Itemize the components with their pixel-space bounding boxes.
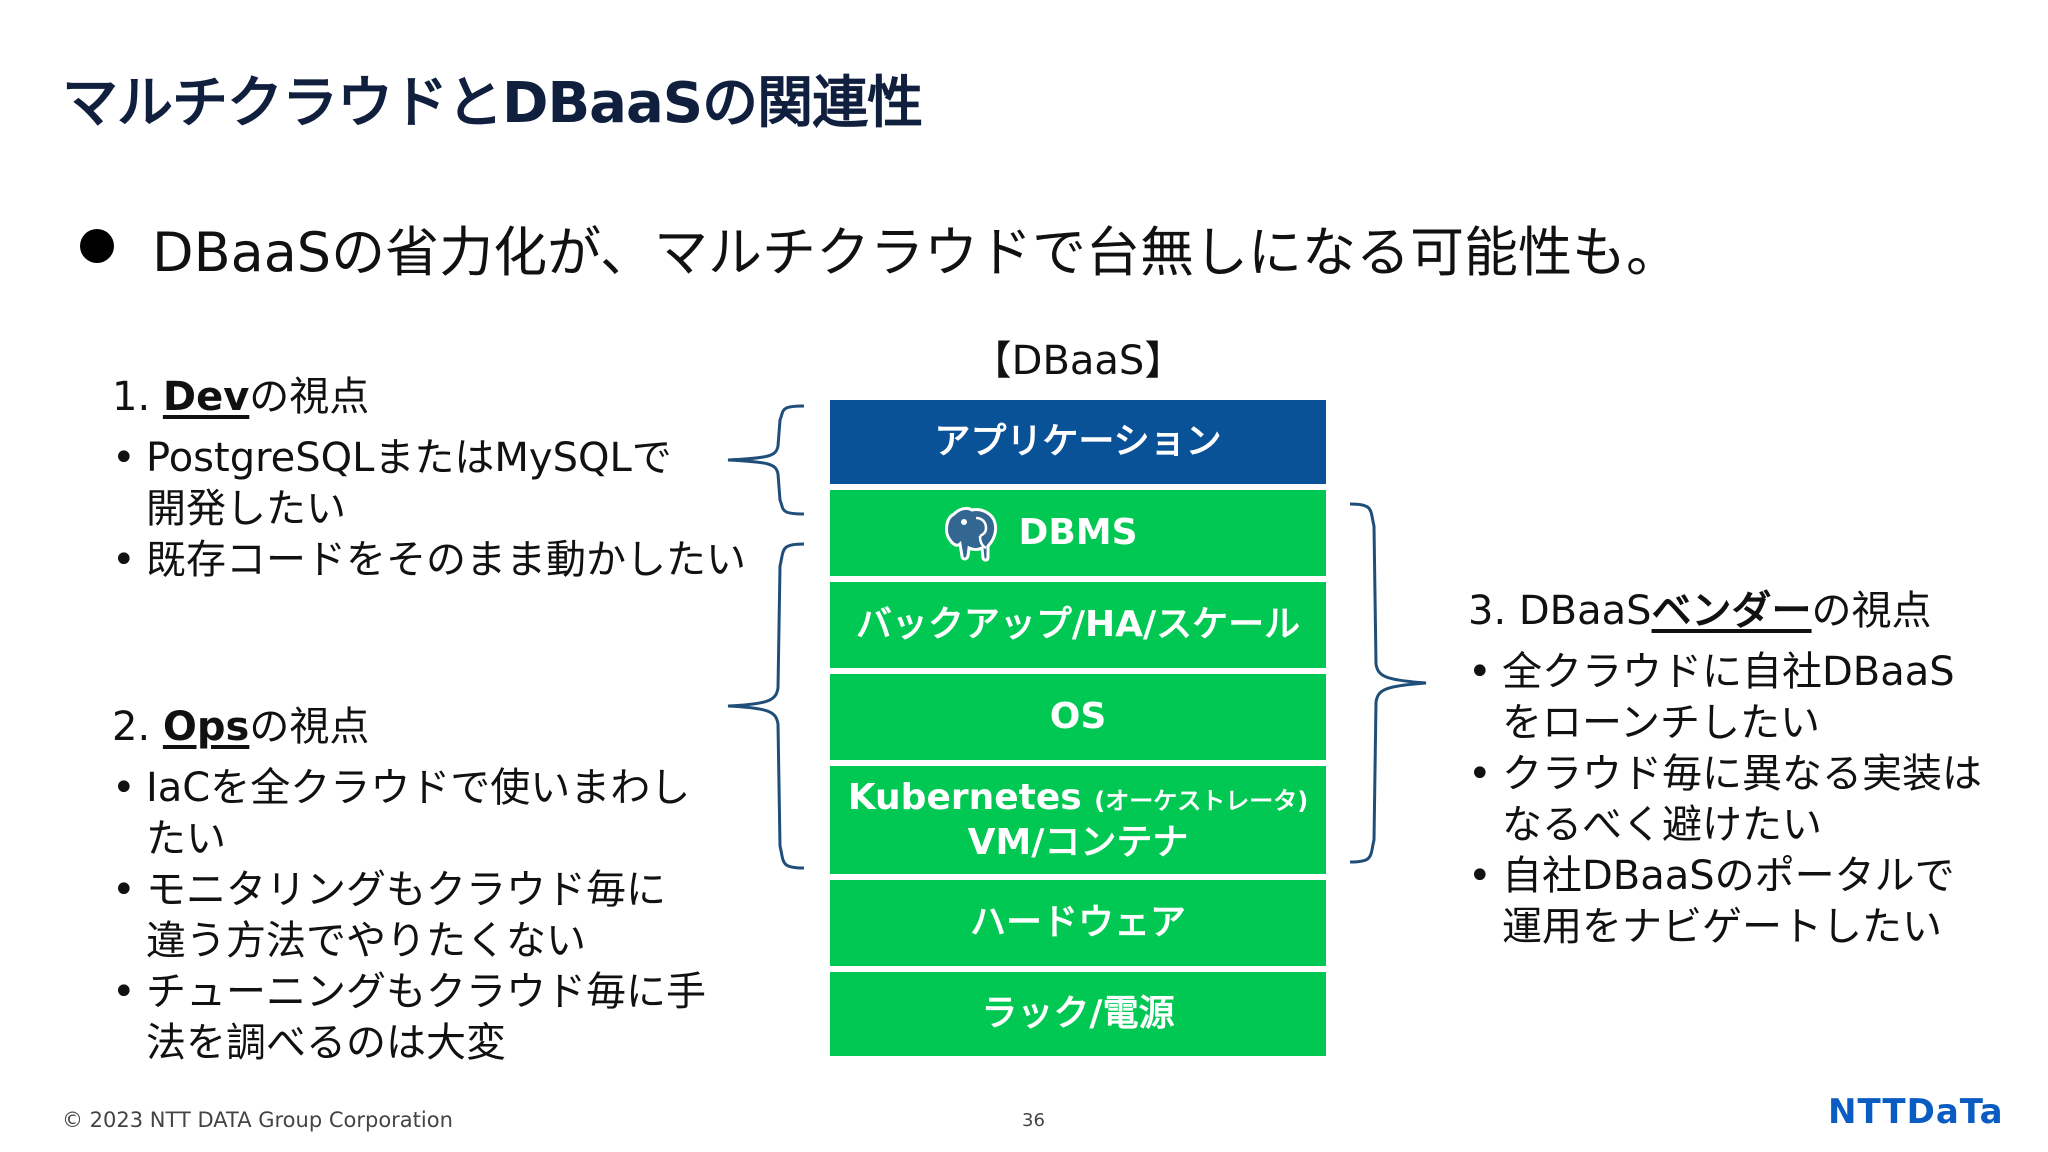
dev-keyword: Dev	[162, 374, 250, 420]
vendor-bullet: 全クラウドに自社DBaaSをローンチしたい	[1468, 647, 1988, 749]
layer-kubernetes-line: Kubernetes (オーケストレータ)	[848, 777, 1308, 822]
vendor-bullet-list: 全クラウドに自社DBaaSをローンチしたい クラウド毎に異なる実装はなるべく避け…	[1468, 647, 1988, 953]
layer-hardware-label: ハードウェア	[969, 902, 1186, 943]
vendor-perspective: 3. DBaaSベンダーの視点 全クラウドに自社DBaaSをローンチしたい クラ…	[1468, 586, 1988, 953]
ops-keyword: Ops	[162, 704, 250, 750]
headline-text: DBaaSの省力化が、マルチクラウドで台無しになる可能性も。	[152, 221, 1681, 284]
layer-hardware: ハードウェア	[830, 880, 1326, 966]
ops-perspective: 2. Opsの視点 IaCを全クラウドで使いまわしたい モニタリングもクラウド毎…	[112, 702, 722, 1069]
slide-title: マルチクラウドとDBaaSの関連性	[62, 71, 923, 136]
dev-suffix: の視点	[249, 374, 370, 420]
layer-dbms: DBMS	[830, 490, 1326, 576]
layer-application: アプリケーション	[830, 400, 1326, 484]
page-number: 36	[1022, 1110, 1045, 1131]
dev-perspective: 1. Devの視点 PostgreSQLまたはMySQLで開発したい 既存コード…	[112, 372, 746, 586]
ops-brace-icon	[727, 542, 805, 870]
layer-rack-power-label: ラック/電源	[981, 993, 1175, 1034]
vendor-prefix: 3. DBaaS	[1468, 588, 1652, 634]
layer-application-label: アプリケーション	[934, 421, 1222, 462]
ops-suffix: の視点	[249, 704, 370, 750]
layer-kubernetes-vm: Kubernetes (オーケストレータ) VM/コンテナ	[830, 766, 1326, 874]
layer-os-label: OS	[1049, 696, 1107, 737]
vendor-suffix: の視点	[1811, 588, 1932, 634]
ops-number: 2.	[112, 704, 151, 750]
vendor-brace-icon	[1349, 502, 1427, 864]
layer-backup-ha-scale: バックアップ/HA/スケール	[830, 582, 1326, 668]
vendor-heading: 3. DBaaSベンダーの視点	[1468, 586, 1988, 637]
layer-os: OS	[830, 674, 1326, 760]
dev-bullet: PostgreSQLまたはMySQLで開発したい	[112, 433, 706, 535]
ops-bullet: モニタリングもクラウド毎に違う方法でやりたくない	[112, 865, 686, 967]
dev-heading: 1. Devの視点	[112, 372, 712, 423]
layer-kubernetes-note: (オーケストレータ)	[1094, 786, 1309, 815]
postgresql-elephant-icon	[945, 506, 998, 562]
layer-kubernetes-label: Kubernetes	[847, 776, 1082, 818]
vendor-bullet: クラウド毎に異なる実装はなるべく避けたい	[1468, 749, 1988, 851]
layer-vm-container-label: VM/コンテナ	[967, 821, 1189, 863]
dev-bullet-list: PostgreSQLまたはMySQLで開発したい 既存コードをそのまま動かしたい	[112, 433, 746, 586]
vendor-keyword: ベンダー	[1651, 588, 1812, 634]
nttdata-logo: NTTDaTa	[1828, 1092, 2004, 1132]
ops-bullet: IaCを全クラウドで使いまわしたい	[112, 763, 722, 865]
headline: DBaaSの省力化が、マルチクラウドで台無しになる可能性も。	[80, 208, 1680, 287]
stack-caption: 【DBaaS】	[971, 338, 1185, 384]
bullet-dot-icon	[80, 229, 114, 263]
dev-brace-icon	[727, 404, 805, 516]
dev-bullet: 既存コードをそのまま動かしたい	[112, 535, 746, 586]
layer-dbms-label: DBMS	[1018, 512, 1138, 553]
footer-copyright: © 2023 NTT DATA Group Corporation	[62, 1108, 453, 1132]
ops-heading: 2. Opsの視点	[112, 702, 722, 753]
vendor-bullet: 自社DBaaSのポータルで運用をナビゲートしたい	[1468, 851, 1988, 953]
ops-bullet: チューニングもクラウド毎に手法を調べるのは大変	[112, 967, 736, 1069]
layer-rack-power: ラック/電源	[830, 972, 1326, 1056]
dev-number: 1.	[112, 374, 151, 420]
ops-bullet-list: IaCを全クラウドで使いまわしたい モニタリングもクラウド毎に違う方法でやりたく…	[112, 763, 722, 1069]
layer-backup-label: バックアップ/HA/スケール	[855, 604, 1301, 645]
